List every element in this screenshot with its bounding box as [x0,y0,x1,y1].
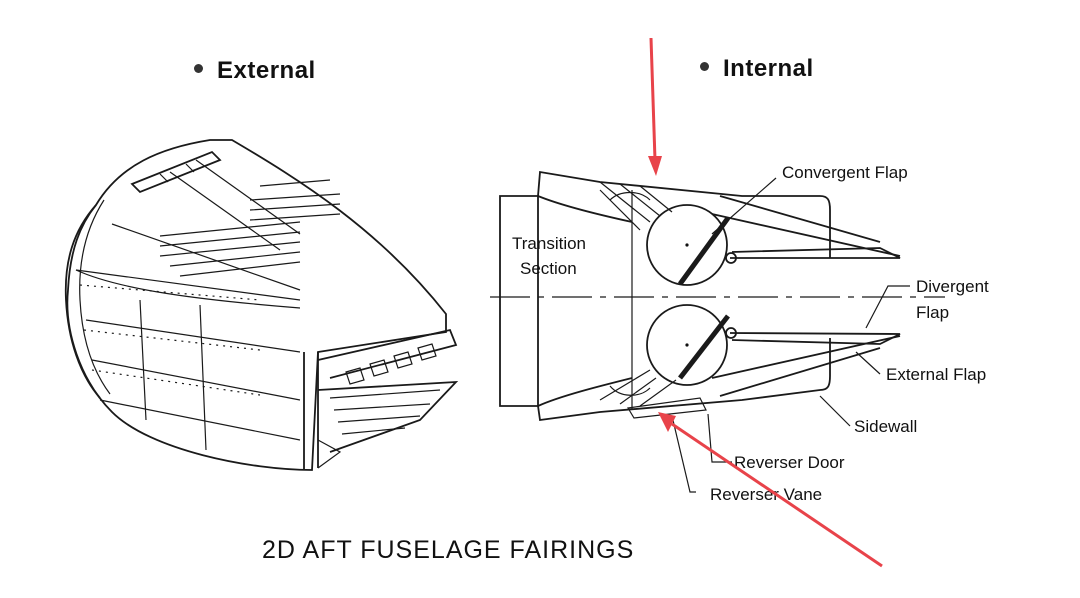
reverser-door-label: Reverser Door [734,453,845,472]
convergent-flap-label: Convergent Flap [782,163,908,182]
divergent-flap-label-line1: Divergent [916,277,989,296]
annotation-arrow-top [648,37,662,176]
bullet-icon [700,62,709,72]
internal-heading: Internal [700,55,814,83]
divergent-flap-label-line2: Flap [916,303,949,322]
external-heading: External [194,57,316,85]
annotation-arrow-bottom [658,412,883,568]
figure-caption: 2D AFT FUSELAGE FAIRINGS [262,536,635,564]
transition-section-label-line1: Transition [512,234,586,253]
external-view-drawing [64,139,459,471]
external-flap-label: External Flap [886,365,986,384]
internal-heading-text: Internal [723,55,814,82]
reverser-vane-label: Reverser Vane [710,485,822,504]
sidewall-label: Sidewall [854,417,917,436]
internal-view-drawing [490,170,945,493]
transition-section-label-line2: Section [520,259,577,278]
external-heading-text: External [217,57,316,84]
bullet-icon [194,64,203,74]
